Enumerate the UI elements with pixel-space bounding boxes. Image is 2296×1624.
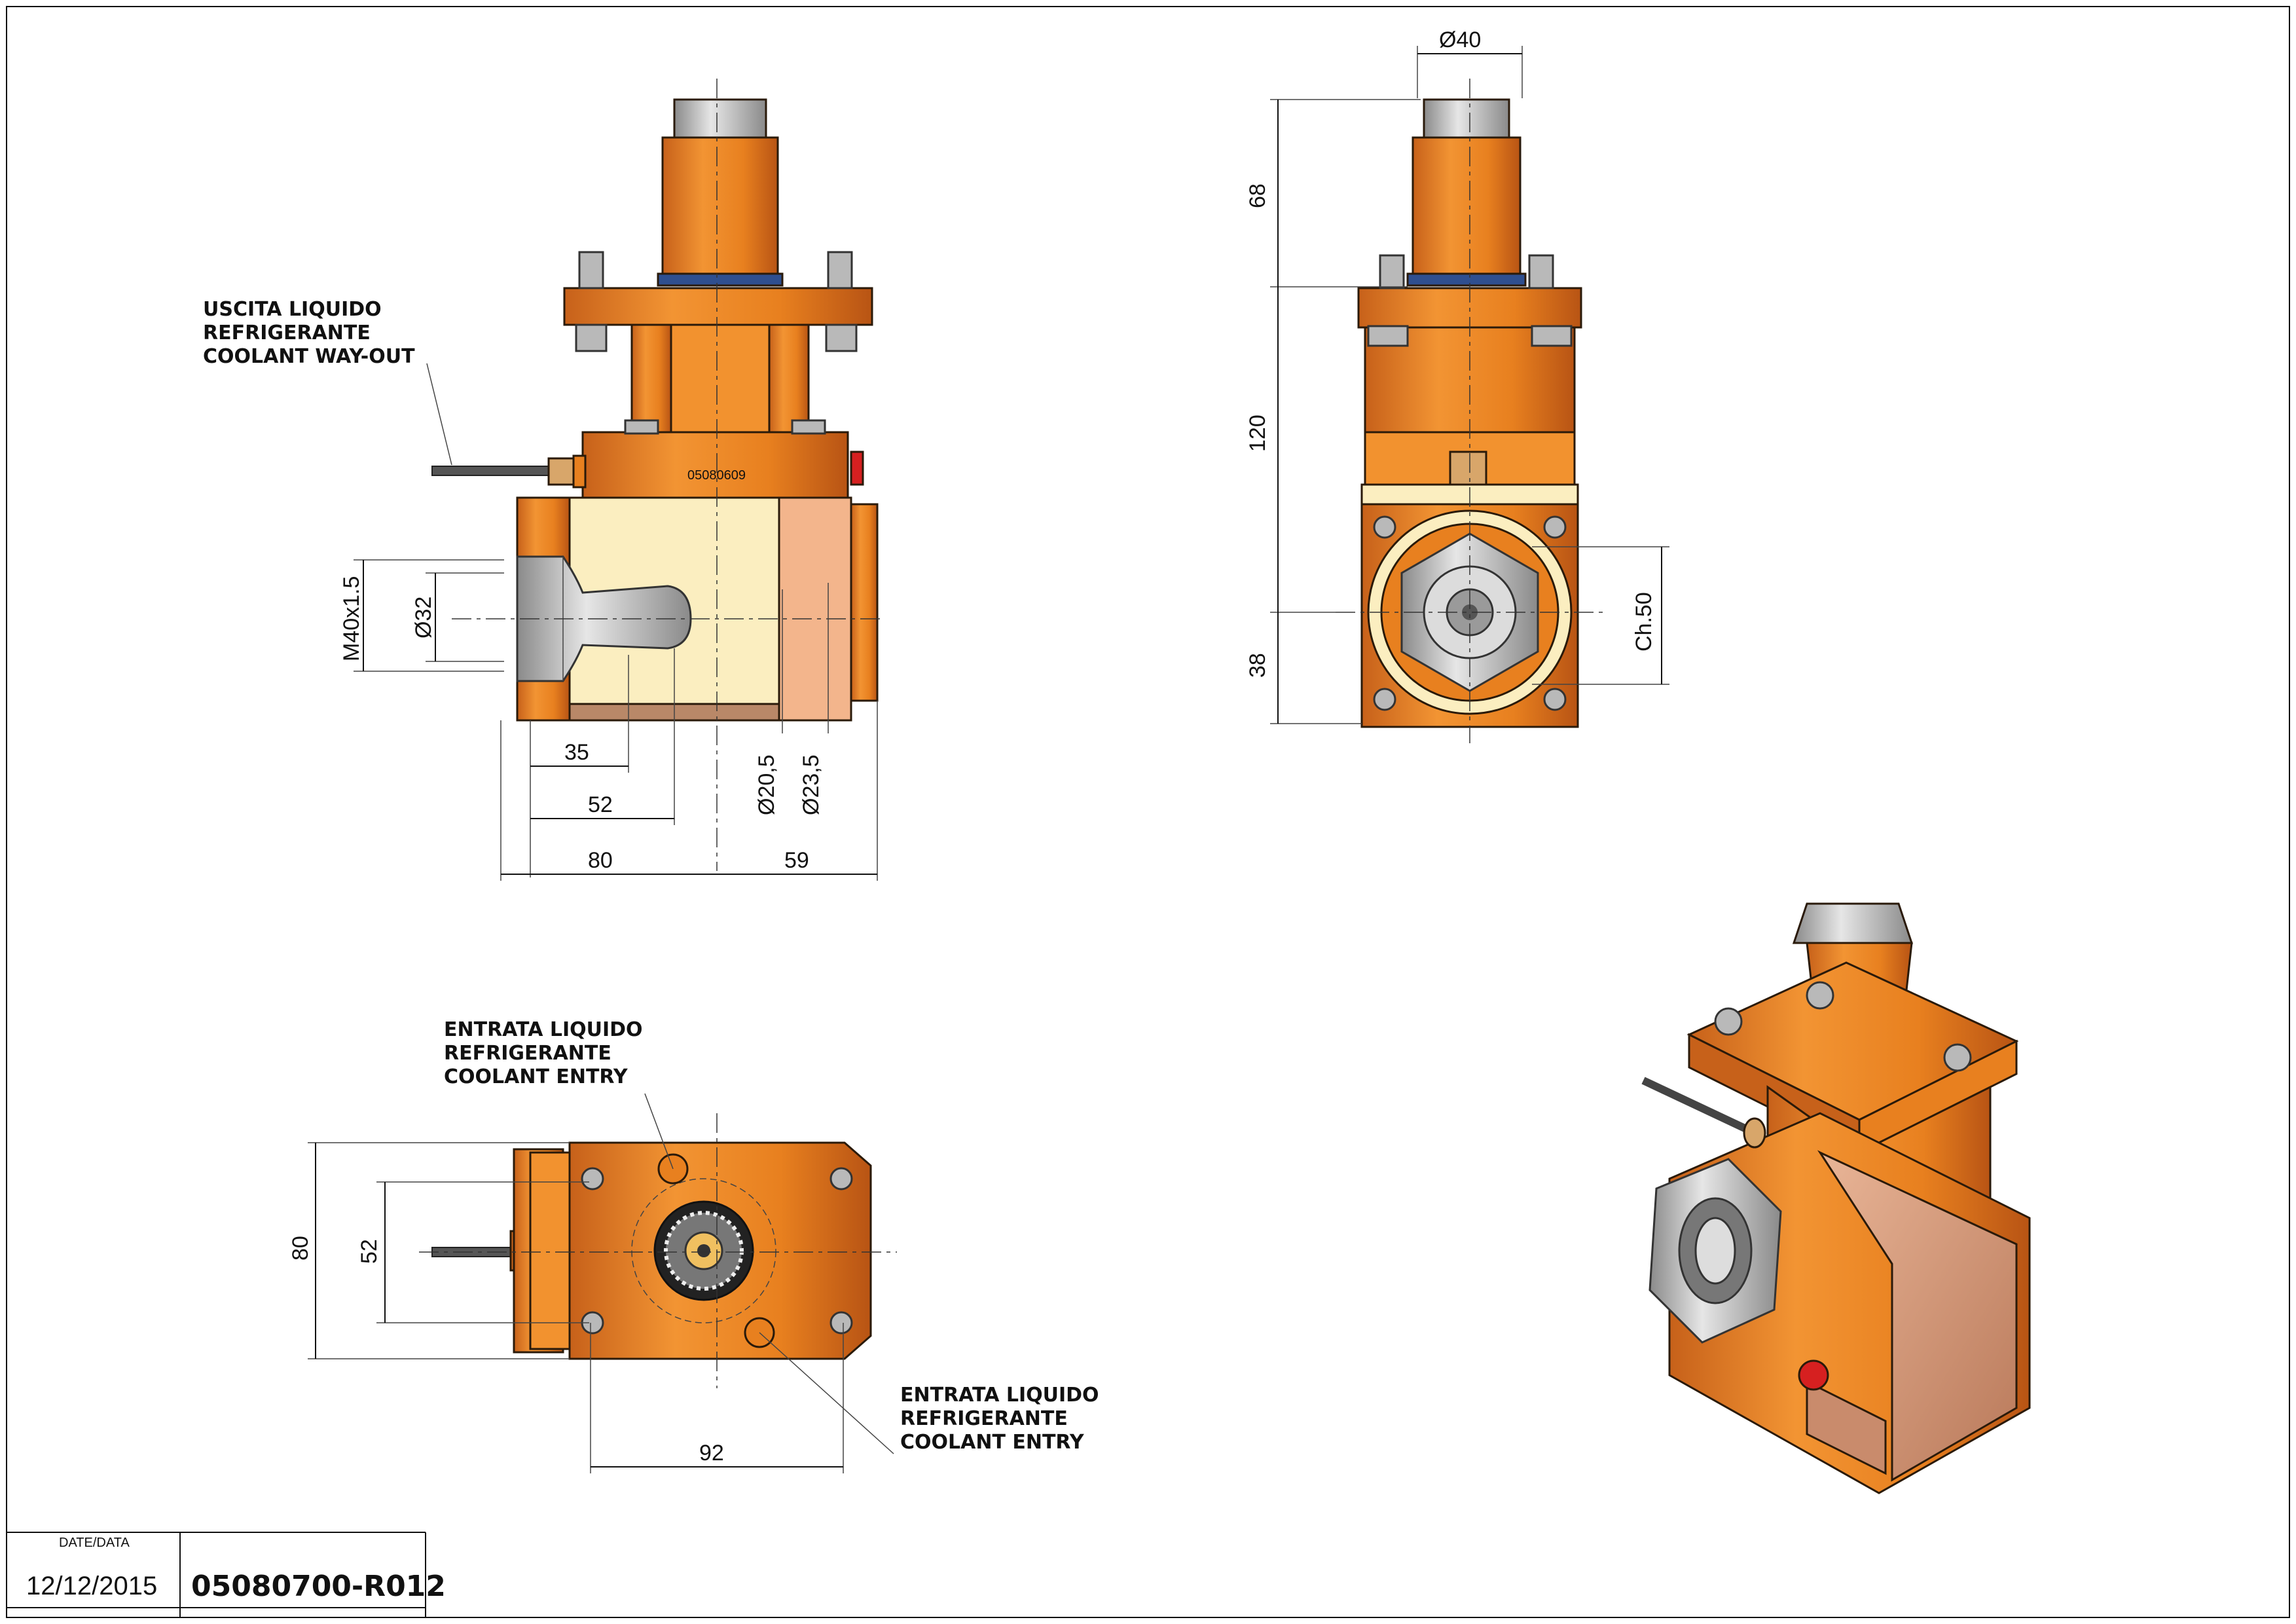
upper-body-front bbox=[581, 431, 849, 499]
top-view: 80 52 92 ENTRATA LIQUIDO REFRIGERANTE CO… bbox=[288, 1018, 1099, 1473]
spindle-housing-front bbox=[661, 136, 779, 276]
bolt-head bbox=[578, 251, 604, 289]
collet-nut-top bbox=[673, 98, 767, 140]
side-view: Ø40 68 120 38 Ch.50 bbox=[1245, 28, 1669, 743]
seal-ring bbox=[657, 272, 784, 287]
dim-52-top: 52 bbox=[357, 1239, 382, 1264]
dim-ch50: Ch.50 bbox=[1631, 592, 1656, 652]
drawing-code: 05080700-R012 bbox=[191, 1570, 446, 1603]
head-salmon bbox=[778, 496, 852, 722]
dim-80-front: 80 bbox=[588, 848, 613, 873]
isometric-view bbox=[1641, 902, 2031, 1494]
dim-dia-32: Ø32 bbox=[411, 597, 436, 638]
dim-52: 52 bbox=[588, 792, 613, 817]
flange-front bbox=[563, 287, 873, 326]
dim-80-top: 80 bbox=[288, 1236, 313, 1261]
note-coolant-entry-top-2: REFRIGERANTE bbox=[444, 1042, 611, 1065]
date-value: 12/12/2015 bbox=[26, 1572, 157, 1600]
part-marking: 05080609 bbox=[687, 468, 746, 483]
dim-59: 59 bbox=[784, 848, 809, 873]
dim-dia-20-5: Ø20,5 bbox=[754, 754, 779, 815]
coolant-fitting-side bbox=[1449, 451, 1487, 489]
note-coolant-entry-bottom-2: REFRIGERANTE bbox=[900, 1407, 1068, 1430]
dim-dia-40: Ø40 bbox=[1439, 28, 1481, 52]
note-coolant-entry-bottom-1: ENTRATA LIQUIDO bbox=[900, 1384, 1099, 1407]
note-coolant-way-out-1: USCITA LIQUIDO bbox=[203, 298, 382, 321]
dim-dia-23-5: Ø23,5 bbox=[799, 754, 824, 815]
dim-120: 120 bbox=[1245, 415, 1270, 452]
dim-92: 92 bbox=[699, 1441, 724, 1466]
dim-35: 35 bbox=[564, 740, 589, 765]
coolant-pipe bbox=[431, 466, 551, 476]
note-coolant-way-out-3: COOLANT WAY-OUT bbox=[203, 345, 415, 368]
sheet-border bbox=[6, 6, 2290, 1618]
iso-plug bbox=[1798, 1359, 1829, 1391]
note-coolant-entry-top-1: ENTRATA LIQUIDO bbox=[444, 1018, 643, 1041]
dim-68: 68 bbox=[1245, 183, 1270, 208]
spindle-housing-side bbox=[1412, 136, 1522, 276]
dim-38: 38 bbox=[1245, 653, 1270, 678]
note-coolant-way-out-2: REFRIGERANTE bbox=[203, 322, 371, 344]
note-coolant-entry-top-3: COOLANT ENTRY bbox=[444, 1065, 629, 1088]
coolant-fitting bbox=[547, 457, 576, 486]
plug-red bbox=[850, 451, 864, 486]
title-block: DATE/DATA 12/12/2015 05080700-R012 bbox=[7, 1532, 446, 1617]
bolt-head bbox=[827, 251, 853, 289]
date-label: DATE/DATA bbox=[59, 1536, 130, 1550]
note-coolant-entry-bottom-3: COOLANT ENTRY bbox=[900, 1431, 1085, 1454]
dim-thread: M40x1.5 bbox=[339, 576, 364, 661]
front-view: 05080609 M40x1.5 Ø32 35 52 Ø20,5 Ø23,5 8… bbox=[203, 79, 884, 881]
